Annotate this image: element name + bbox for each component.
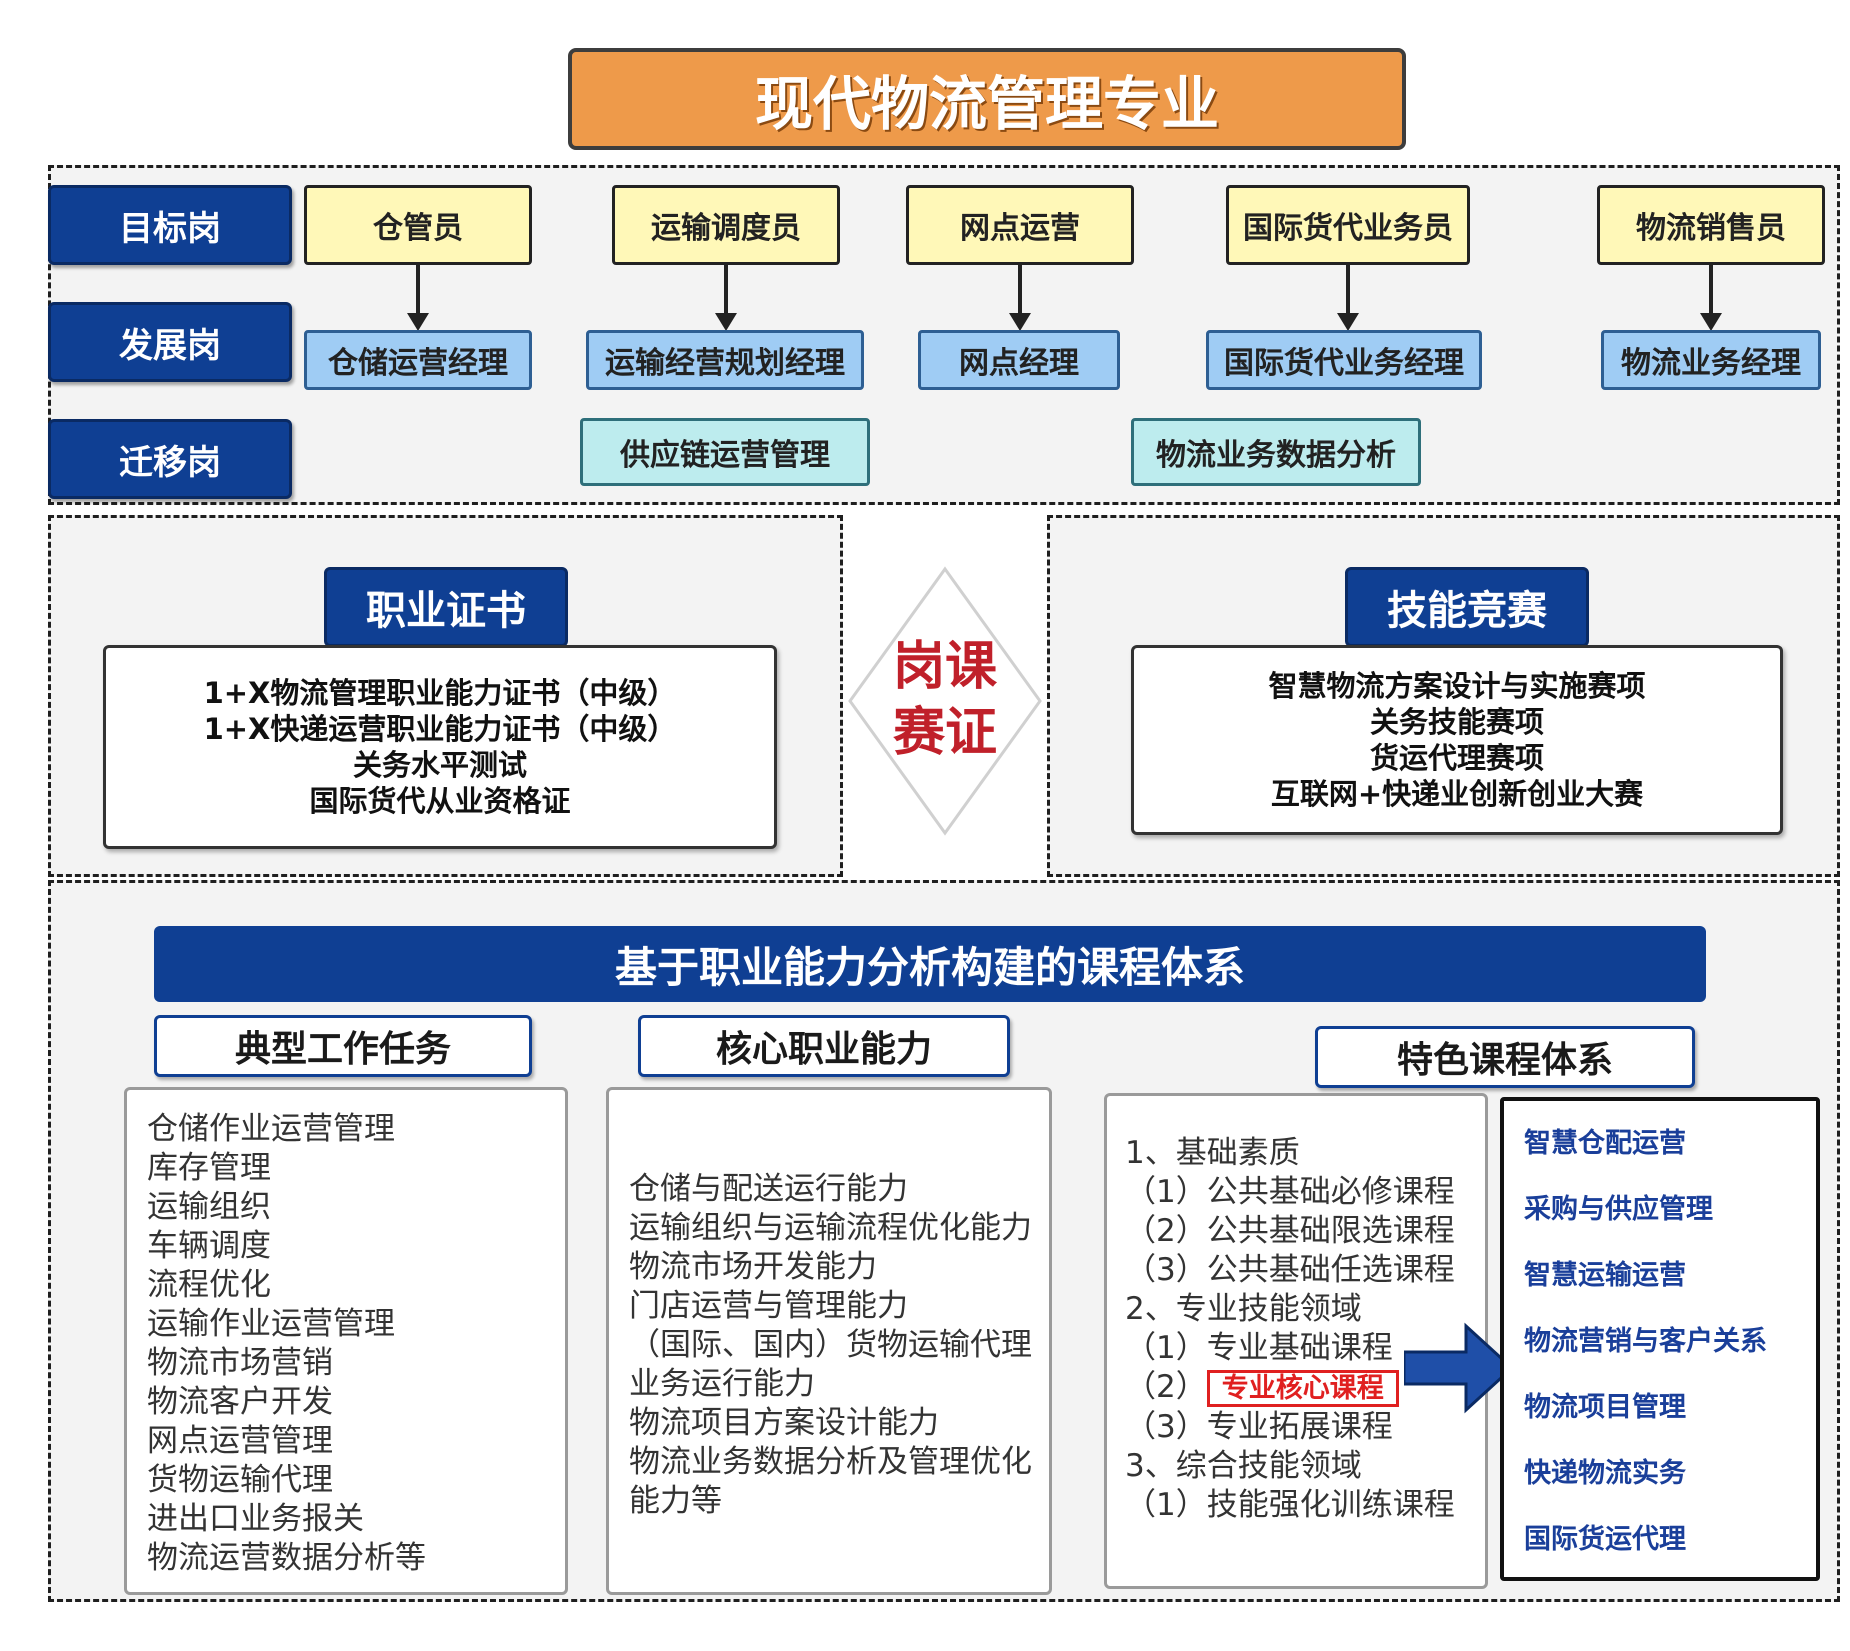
list-item: 能力等 <box>629 1483 722 1519</box>
structure-core-prefix: （2） <box>1125 1369 1207 1405</box>
certificate-item: 国际货代从业资格证 <box>309 784 571 818</box>
list-item: 货物运输代理 <box>147 1462 333 1498</box>
list-item: 仓储作业运营管理 <box>147 1111 395 1147</box>
list-item: 物流客户开发 <box>147 1384 333 1420</box>
center-diamond-icon <box>848 566 1042 836</box>
list-item: 物流业务数据分析及管理优化 <box>629 1444 1032 1480</box>
list-item: （国际、国内）货物运输代理 <box>629 1327 1032 1363</box>
arrow-down-icon <box>1337 265 1359 331</box>
list-item: 运输组织 <box>147 1189 271 1225</box>
target-job-warehouse-keeper: 仓管员 <box>304 185 532 265</box>
row-label-development: 发展岗 <box>48 302 292 382</box>
list-item: 物流市场开发能力 <box>629 1249 877 1285</box>
list-item: 库存管理 <box>147 1150 271 1186</box>
list-item: 运输作业运营管理 <box>147 1306 395 1342</box>
structure-level2-core: （2）专业核心课程 <box>1125 1368 1485 1408</box>
structure-level2: （3）专业拓展课程 <box>1125 1409 1393 1445</box>
core-course-item: 采购与供应管理 <box>1524 1194 1713 1225</box>
list-item: 物流市场营销 <box>147 1345 333 1381</box>
list-item: 运输组织与运输流程优化能力 <box>629 1210 1032 1246</box>
mig-job-data-analysis: 物流业务数据分析 <box>1131 418 1421 486</box>
competition-item: 关务技能赛项 <box>1369 705 1544 739</box>
competition-header: 技能竞赛 <box>1345 567 1589 647</box>
page-title: 现代物流管理专业 <box>568 48 1406 150</box>
center-text-line1: 岗课 <box>892 637 997 697</box>
target-job-outlet-operation: 网点运营 <box>906 185 1134 265</box>
structure-level2: （3）公共基础任选课程 <box>1125 1252 1455 1288</box>
structure-level1: 2、专业技能领域 <box>1125 1291 1362 1327</box>
list-item: 物流项目方案设计能力 <box>629 1405 939 1441</box>
structure-level2: （2）公共基础限选课程 <box>1125 1213 1455 1249</box>
core-course-item: 物流营销与客户关系 <box>1524 1326 1767 1357</box>
dev-job-transport-planning-manager: 运输经营规划经理 <box>586 330 864 390</box>
structure-level1: 1、基础素质 <box>1125 1135 1300 1171</box>
structure-level2: （1）技能强化训练课程 <box>1125 1487 1455 1523</box>
certificate-item: 关务水平测试 <box>352 748 527 782</box>
list-item: 业务运行能力 <box>629 1366 815 1402</box>
list-item: 仓储与配送运行能力 <box>629 1171 908 1207</box>
certificate-list: 1+X物流管理职业能力证书（中级） 1+X快递运营职业能力证书（中级） 关务水平… <box>103 645 777 849</box>
core-course-item: 快递物流实务 <box>1524 1458 1686 1489</box>
course-structure-list: 1、基础素质 （1）公共基础必修课程 （2）公共基础限选课程 （3）公共基础任选… <box>1104 1093 1488 1589</box>
dev-job-warehouse-manager: 仓储运营经理 <box>304 330 532 390</box>
core-courses-box: 智慧仓配运营 采购与供应管理 智慧运输运营 物流营销与客户关系 物流项目管理 快… <box>1500 1097 1820 1581</box>
tasks-list: 仓储作业运营管理 库存管理 运输组织 车辆调度 流程优化 运输作业运营管理 物流… <box>124 1087 568 1595</box>
core-course-item: 智慧仓配运营 <box>1524 1128 1686 1159</box>
certificate-item: 1+X物流管理职业能力证书（中级） <box>203 676 677 710</box>
featured-header: 特色课程体系 <box>1315 1026 1695 1088</box>
structure-level1: 3、综合技能领域 <box>1125 1448 1362 1484</box>
arrow-down-icon <box>1700 265 1722 331</box>
curriculum-banner: 基于职业能力分析构建的课程体系 <box>154 926 1706 1002</box>
list-item: 流程优化 <box>147 1267 271 1303</box>
row-label-target: 目标岗 <box>48 185 292 265</box>
competition-item: 智慧物流方案设计与实施赛项 <box>1268 669 1646 703</box>
list-item: 车辆调度 <box>147 1228 271 1264</box>
center-diamond-text: 岗课 赛证 <box>846 630 1044 770</box>
dev-job-freight-manager: 国际货代业务经理 <box>1206 330 1482 390</box>
list-item: 进出口业务报关 <box>147 1501 364 1537</box>
dev-job-logistics-business-manager: 物流业务经理 <box>1601 330 1821 390</box>
certificate-header: 职业证书 <box>324 567 568 647</box>
competition-list: 智慧物流方案设计与实施赛项 关务技能赛项 货运代理赛项 互联网+快递业创新创业大… <box>1131 645 1783 835</box>
core-course-item: 智慧运输运营 <box>1524 1260 1686 1291</box>
row-label-migration: 迁移岗 <box>48 419 292 499</box>
arrow-right-icon <box>1404 1322 1515 1414</box>
structure-level2: （1）专业基础课程 <box>1125 1330 1393 1366</box>
mig-job-supply-chain: 供应链运营管理 <box>580 418 870 486</box>
competition-item: 货运代理赛项 <box>1369 741 1544 775</box>
arrow-down-icon <box>715 265 737 331</box>
tasks-header: 典型工作任务 <box>154 1015 532 1077</box>
core-course-highlight: 专业核心课程 <box>1206 1370 1399 1407</box>
structure-level2: （1）公共基础必修课程 <box>1125 1174 1455 1210</box>
target-job-logistics-sales: 物流销售员 <box>1597 185 1825 265</box>
arrow-down-icon <box>1009 265 1031 331</box>
target-job-transport-dispatcher: 运输调度员 <box>612 185 840 265</box>
target-job-freight-agent: 国际货代业务员 <box>1226 185 1470 265</box>
competition-item: 互联网+快递业创新创业大赛 <box>1270 777 1644 811</box>
list-item: 网点运营管理 <box>147 1423 333 1459</box>
center-text-line2: 赛证 <box>892 703 997 763</box>
certificate-item: 1+X快递运营职业能力证书（中级） <box>203 712 677 746</box>
core-course-item: 物流项目管理 <box>1524 1392 1686 1423</box>
list-item: 门店运营与管理能力 <box>629 1288 908 1324</box>
list-item: 物流运营数据分析等 <box>147 1540 426 1576</box>
dev-job-outlet-manager: 网点经理 <box>918 330 1120 390</box>
arrow-down-icon <box>407 265 429 331</box>
abilities-list: 仓储与配送运行能力 运输组织与运输流程优化能力 物流市场开发能力 门店运营与管理… <box>606 1087 1052 1595</box>
abilities-header: 核心职业能力 <box>638 1015 1010 1077</box>
core-course-item: 国际货运代理 <box>1524 1524 1686 1555</box>
